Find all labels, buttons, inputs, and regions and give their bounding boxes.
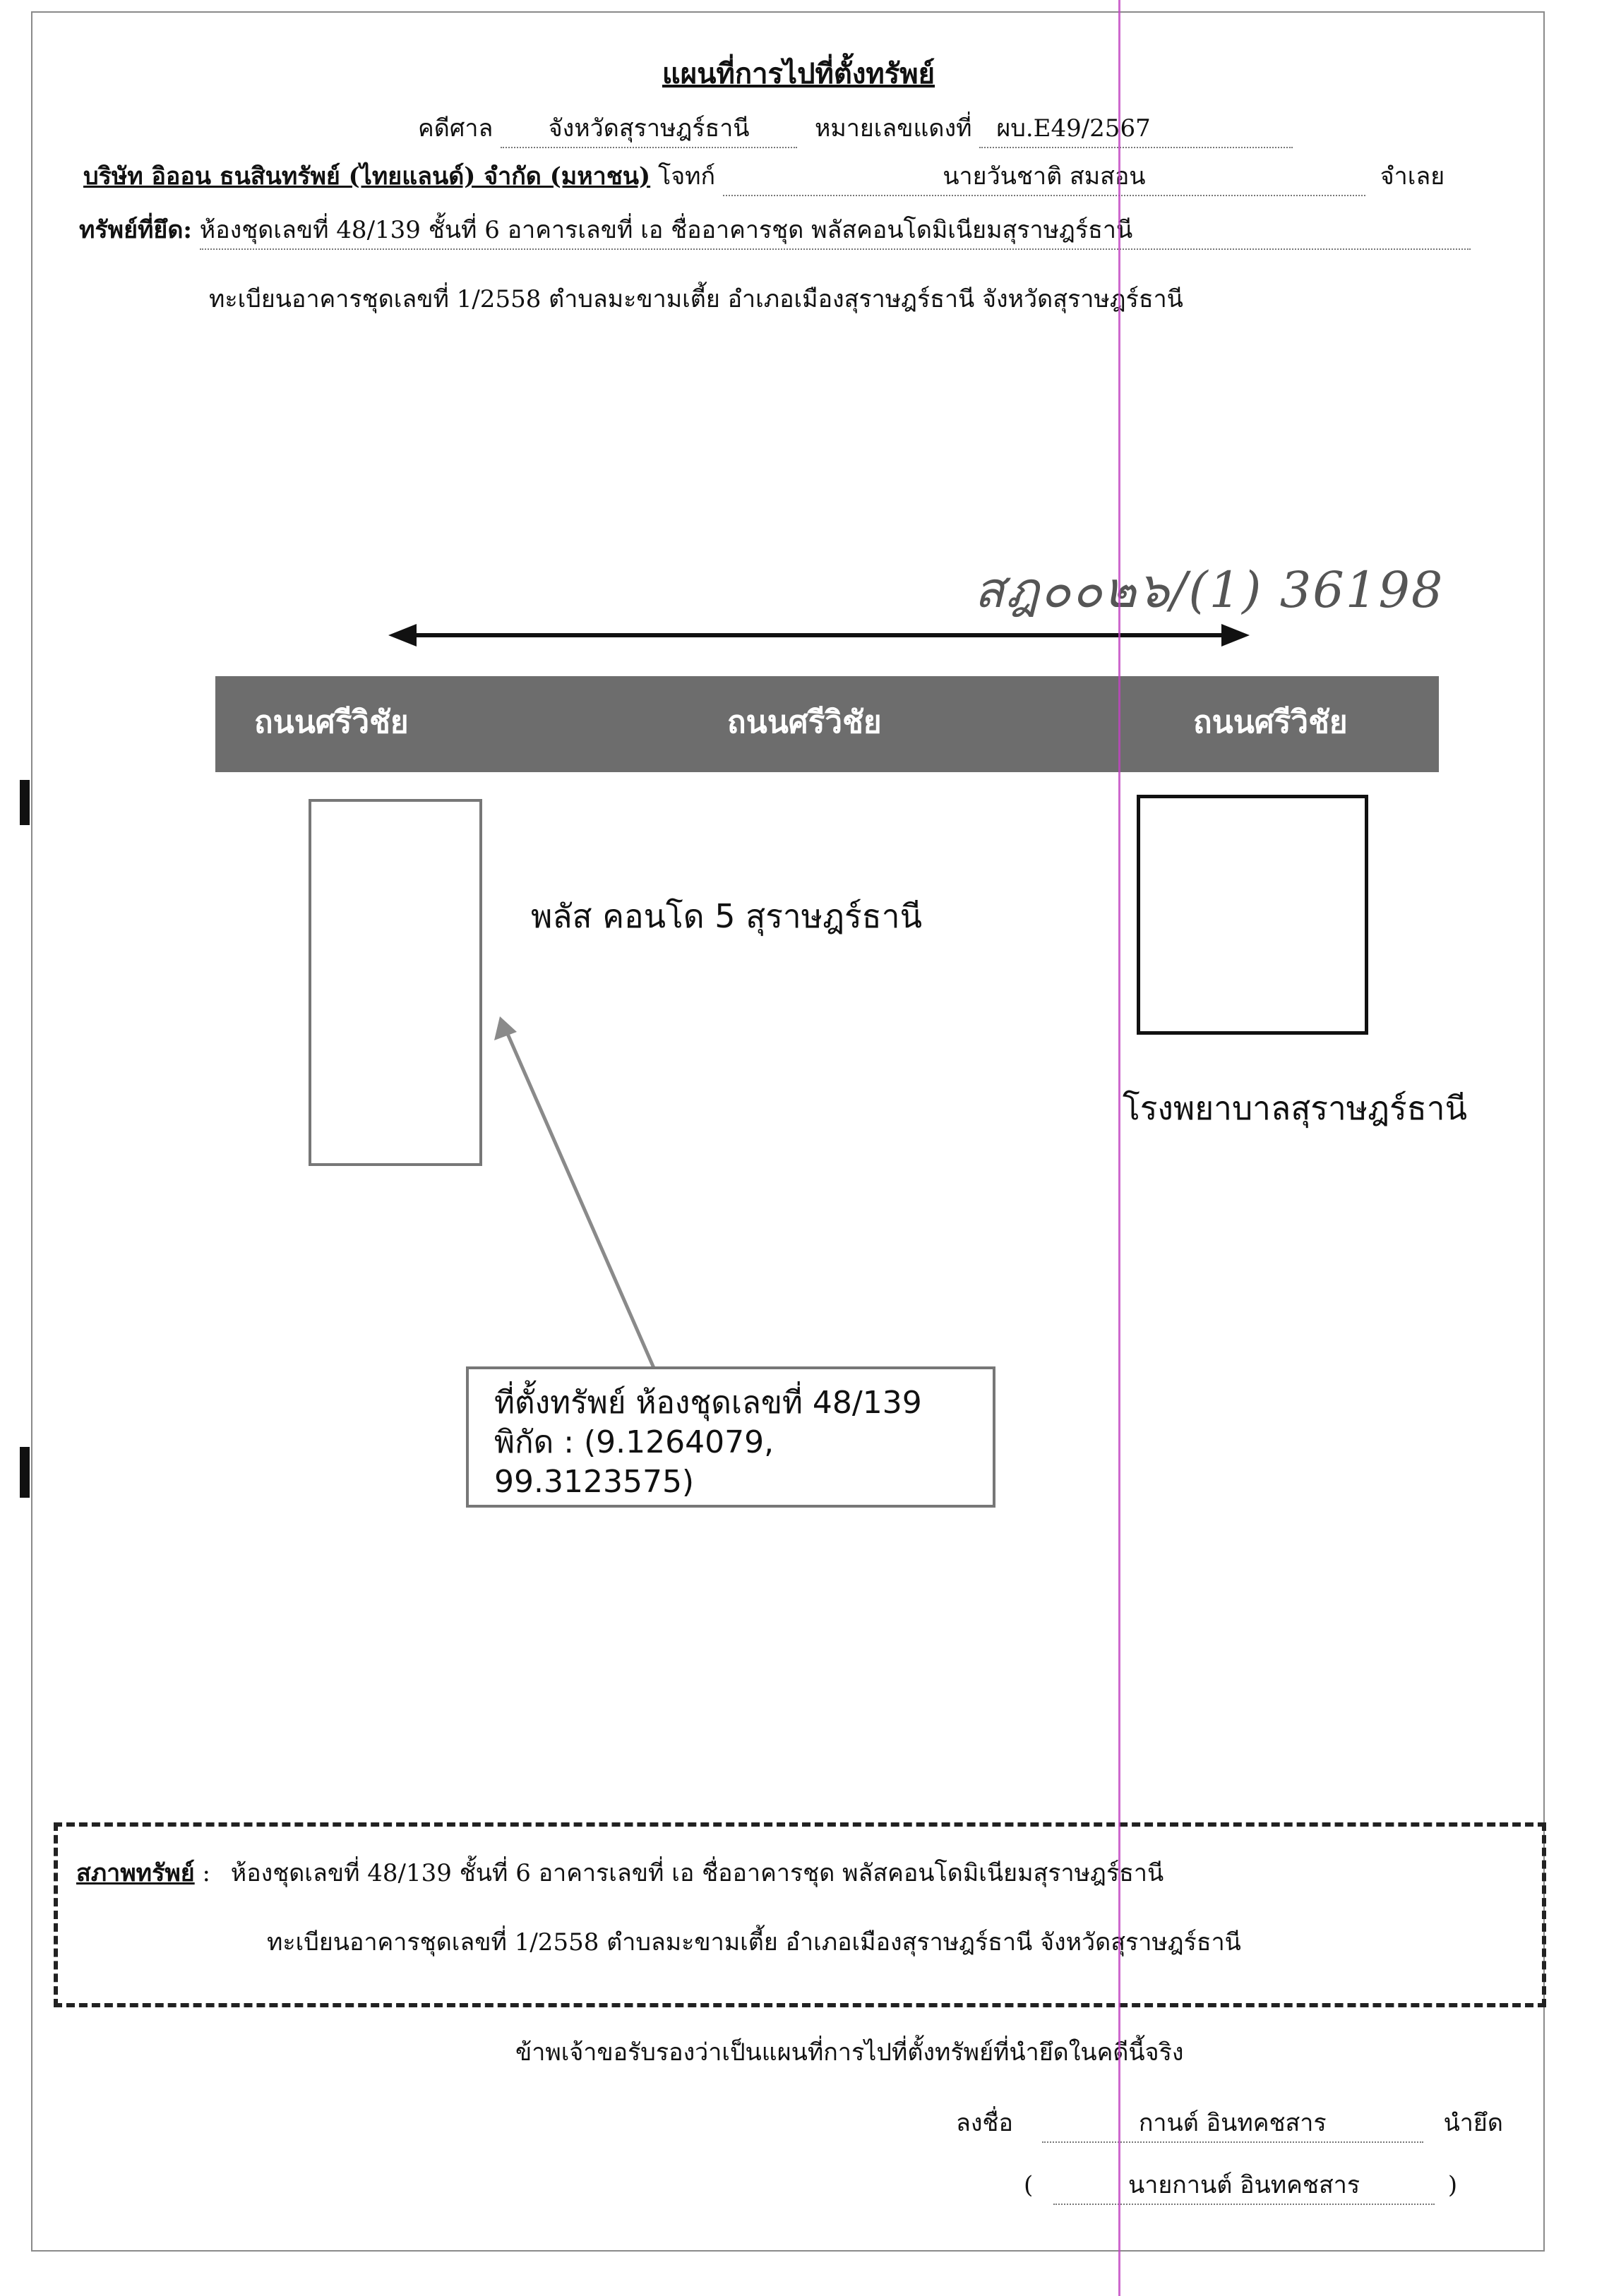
- seized-value: ห้องชุดเลขที่ 48/139 ชั้นที่ 6 อาคารเลขท…: [199, 210, 1471, 250]
- defendant-value: นายวันชาติ สมสอน: [722, 157, 1365, 196]
- condo-label: พลัส คอนโด 5 สุราษฎร์ธานี: [531, 897, 923, 935]
- condo-building: [309, 799, 482, 1166]
- court-value: จังหวัดสุราษฎร์ธานี: [501, 109, 798, 148]
- plaintiff-label: โจทก์: [657, 162, 716, 191]
- case-label: หมายเลขแดงที่: [814, 114, 972, 143]
- page-title: แผนที่การไปที่ตั้งทรัพย์: [662, 57, 935, 90]
- property-status-box: [54, 1822, 1546, 2007]
- handwritten-note: สฎ๐๐๒๖/(1) 36198: [974, 561, 1445, 619]
- sign-label: ลงชื่อ: [956, 2109, 1013, 2137]
- status-label: สภาพทรัพย์: [76, 1859, 195, 1887]
- sign-role: นำยึด: [1443, 2109, 1503, 2137]
- name-row: ( นายกานต์ อินทคชสาร ): [1024, 2165, 1457, 2205]
- court-row: คดีศาล จังหวัดสุราษฎร์ธานี หมายเลขแดงที่…: [418, 109, 1293, 148]
- seized-row: ทรัพย์ที่ยึด: ห้องชุดเลขที่ 48/139 ชั้นท…: [79, 210, 1471, 250]
- paren-open: (: [1024, 2171, 1034, 2199]
- page-border: [31, 11, 1545, 2252]
- road-label-left: ถนนศรีวิชัย: [254, 704, 409, 740]
- location-callout: ที่ตั้งทรัพย์ ห้องชุดเลขที่ 48/139 พิกัด…: [466, 1366, 995, 1508]
- certification-text: ข้าพเจ้าขอรับรองว่าเป็นแผนที่การไปที่ตั้…: [515, 2038, 1184, 2067]
- hospital-label: โรงพยาบาลสุราษฎร์ธานี: [1123, 1089, 1468, 1127]
- registration-line: ทะเบียนอาคารชุดเลขที่ 1/2558 ตำบลมะขามเต…: [209, 285, 1183, 313]
- court-label: คดีศาล: [418, 114, 494, 143]
- road: ถนนศรีวิชัย ถนนศรีวิชัย ถนนศรีวิชัย: [215, 676, 1439, 772]
- status-line-1: ห้องชุดเลขที่ 48/139 ชั้นที่ 6 อาคารเลขท…: [230, 1859, 1164, 1887]
- location-address: ที่ตั้งทรัพย์ ห้องชุดเลขที่ 48/139: [494, 1385, 922, 1421]
- paren-close: ): [1447, 2171, 1458, 2199]
- scan-artifact-line: [1118, 0, 1120, 2296]
- binding-mark: [20, 780, 30, 825]
- road-direction-arrow: [388, 624, 1250, 647]
- signature-row: ลงชื่อ กานต์ อินทคชสาร นำยึด: [956, 2103, 1503, 2143]
- status-line-2: ทะเบียนอาคารชุดเลขที่ 1/2558 ตำบลมะขามเต…: [267, 1928, 1241, 1957]
- printed-name: นายกานต์ อินทคชสาร: [1053, 2165, 1435, 2205]
- binding-mark: [20, 1447, 30, 1498]
- location-coordinates: พิกัด : (9.1264079, 99.3123575): [494, 1424, 774, 1500]
- parties-row: บริษัท อิออน ธนสินทรัพย์ (ไทยแลนด์) จำกั…: [83, 157, 1445, 196]
- defendant-label: จำเลย: [1380, 162, 1445, 191]
- status-row-1: สภาพทรัพย์ : ห้องชุดเลขที่ 48/139 ชั้นที…: [76, 1853, 1164, 1892]
- sign-value: กานต์ อินทคชสาร: [1041, 2103, 1423, 2143]
- road-label-right: ถนนศรีวิชัย: [1193, 704, 1348, 740]
- case-value: ผบ.E49/2567: [979, 109, 1293, 148]
- pointer-arrow: [494, 1016, 656, 1369]
- seized-label: ทรัพย์ที่ยึด:: [79, 216, 192, 244]
- hospital-building: [1137, 795, 1368, 1035]
- road-label-center: ถนนศรีวิชัย: [727, 704, 882, 740]
- plaintiff-value: บริษัท อิออน ธนสินทรัพย์ (ไทยแลนด์) จำกั…: [83, 162, 651, 191]
- status-colon: :: [202, 1859, 210, 1887]
